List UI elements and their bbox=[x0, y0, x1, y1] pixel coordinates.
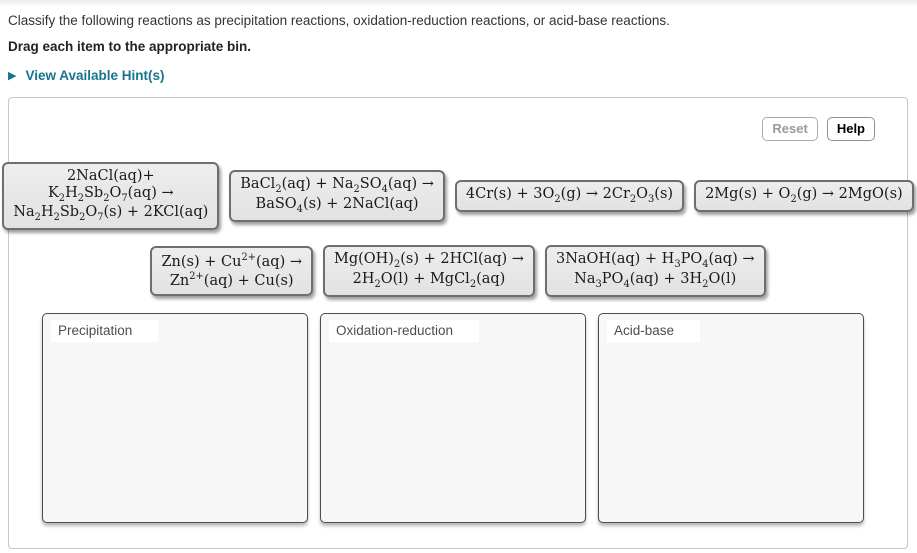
view-available-hints-link[interactable]: View Available Hint(s) bbox=[25, 68, 165, 83]
problem-instructions: Classify the following reactions as prec… bbox=[8, 13, 670, 28]
reaction-tile-cr-o2[interactable]: 4Cr(s) + 3O2(g) → 2Cr2O3(s) bbox=[454, 180, 685, 213]
bin-precipitation[interactable]: Precipitation bbox=[42, 313, 308, 523]
reaction-tiles-area: 2NaCl(aq)+K2H2Sb2O7(aq) →Na2H2Sb2O7(s) +… bbox=[2, 162, 914, 298]
tile-row-1: 2NaCl(aq)+K2H2Sb2O7(aq) →Na2H2Sb2O7(s) +… bbox=[2, 162, 914, 231]
bin-acid-base[interactable]: Acid-base bbox=[598, 313, 864, 523]
drag-and-drop-panel: Reset Help 2NaCl(aq)+K2H2Sb2O7(aq) →Na2H… bbox=[2, 97, 914, 549]
bin-oxidation-reduction-label: Oxidation-reduction bbox=[329, 320, 480, 342]
reaction-tile-mg-o2[interactable]: 2Mg(s) + O2(g) → 2MgO(s) bbox=[694, 180, 914, 213]
reaction-tile-naoh-h3po4[interactable]: 3NaOH(aq) + H3PO4(aq) →Na3PO4(aq) + 3H2O… bbox=[544, 245, 766, 298]
reaction-tile-nacl-antimonate[interactable]: 2NaCl(aq)+K2H2Sb2O7(aq) →Na2H2Sb2O7(s) +… bbox=[2, 162, 220, 231]
panel-toolbar: Reset Help bbox=[762, 117, 875, 141]
classification-bins: Precipitation Oxidation-reduction Acid-b… bbox=[42, 313, 864, 523]
reaction-tile-bacl2-na2so4[interactable]: BaCl2(aq) + Na2SO4(aq) →BaSO4(s) + 2NaCl… bbox=[229, 170, 445, 223]
tile-row-2: Zn(s) + Cu2+(aq) →Zn2+(aq) + Cu(s) Mg(OH… bbox=[150, 245, 766, 298]
page-top-divider bbox=[0, 0, 917, 7]
bin-precipitation-label: Precipitation bbox=[51, 320, 159, 342]
reaction-tile-mgoh2-hcl[interactable]: Mg(OH)2(s) + 2HCl(aq) →2H2O(l) + MgCl2(a… bbox=[322, 245, 535, 298]
view-hints-row[interactable]: ▶ View Available Hint(s) bbox=[8, 68, 165, 83]
drag-prompt: Drag each item to the appropriate bin. bbox=[8, 39, 252, 54]
reset-button[interactable]: Reset bbox=[762, 117, 818, 141]
bin-acid-base-label: Acid-base bbox=[607, 320, 701, 342]
expand-triangle-icon: ▶ bbox=[8, 70, 17, 82]
help-button[interactable]: Help bbox=[826, 117, 875, 141]
reaction-tile-zn-cu[interactable]: Zn(s) + Cu2+(aq) →Zn2+(aq) + Cu(s) bbox=[150, 246, 313, 297]
bin-oxidation-reduction[interactable]: Oxidation-reduction bbox=[320, 313, 586, 523]
